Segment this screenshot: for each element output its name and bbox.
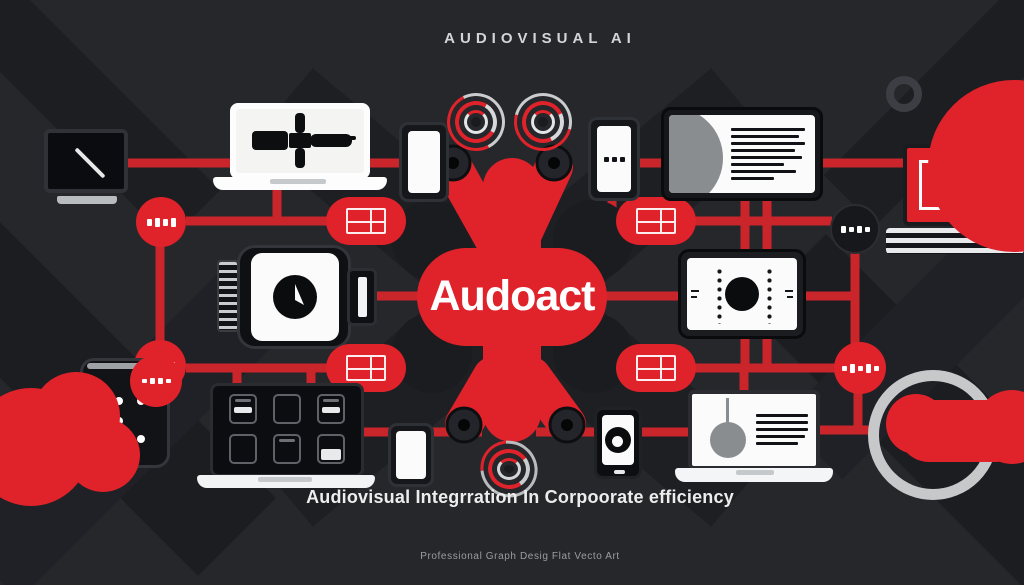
red-node-marks-icon xyxy=(130,355,182,407)
junction-node-icon xyxy=(616,344,696,392)
app-icon xyxy=(273,394,301,424)
camera-tablet-icon xyxy=(594,407,642,479)
junction-node-icon xyxy=(616,197,696,245)
hub-label: Audoact xyxy=(429,272,596,320)
半circle-graphic xyxy=(669,115,723,193)
speaker-wave-icon xyxy=(503,82,583,162)
mixer-glyph xyxy=(252,113,356,168)
phone-ellipsis-icon xyxy=(588,117,640,201)
ring-decor-icon xyxy=(886,76,922,112)
app-icon xyxy=(229,394,257,424)
page-title: AUDIOVISUAL AI xyxy=(444,30,636,47)
app-icon xyxy=(317,434,345,464)
app-icon xyxy=(273,434,301,464)
subcaption-text: Professional Graph Desig Flat Vecto Art xyxy=(420,551,620,562)
speaker-swirl-icon xyxy=(468,428,550,510)
grid-icon xyxy=(346,208,386,234)
junction-node-icon xyxy=(326,197,406,245)
grid-icon xyxy=(346,355,386,381)
grid-icon xyxy=(636,208,676,234)
red-node-dots-icon xyxy=(136,197,186,247)
app-icon xyxy=(229,434,257,464)
red-node-dashes-icon xyxy=(834,342,886,394)
app-icon xyxy=(317,394,345,424)
media-tablet-icon xyxy=(678,249,806,339)
dark-node-dots-icon xyxy=(830,204,880,254)
tablet-blank-icon xyxy=(399,122,449,202)
caption-text: Audiovisual Integrration In Corpoorate e… xyxy=(306,487,734,507)
speaker-wave-icon xyxy=(439,85,513,159)
document-tablet-icon xyxy=(661,107,823,201)
grid-icon xyxy=(636,355,676,381)
media-dial-icon xyxy=(273,275,317,319)
phone-blank-icon xyxy=(388,423,434,487)
